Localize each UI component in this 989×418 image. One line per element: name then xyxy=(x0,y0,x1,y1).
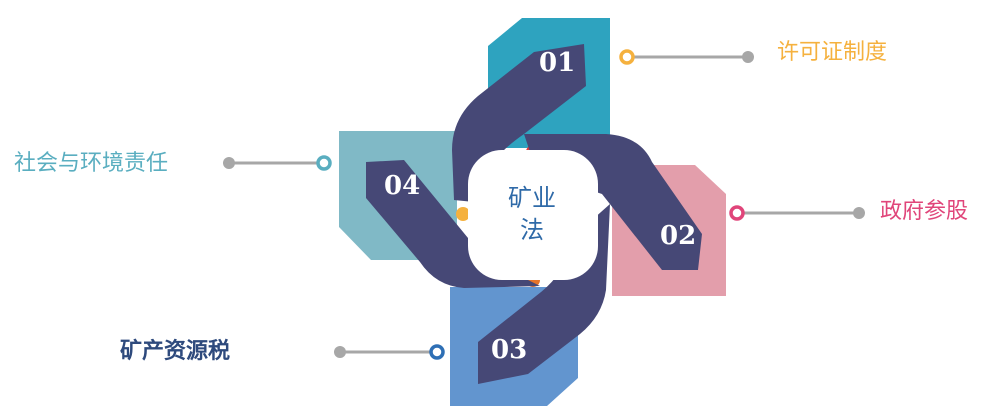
item-02-number: 02 xyxy=(660,221,697,251)
item-02-label: 政府参股 xyxy=(880,199,969,224)
center-line-2: 法 xyxy=(520,216,544,245)
connector-04-dot xyxy=(223,157,235,169)
connector-03-ring xyxy=(429,344,445,360)
center-square xyxy=(468,150,598,280)
connector-03-dot xyxy=(334,346,346,358)
item-03-number: 03 xyxy=(491,335,528,365)
connector-01-dot xyxy=(742,51,754,63)
item-03-label: 矿产资源税 xyxy=(120,338,231,364)
arm-04 xyxy=(366,160,540,288)
accent-left xyxy=(456,207,470,221)
item-04-number: 04 xyxy=(384,171,421,201)
connector-02-ring xyxy=(729,205,745,221)
item-01-number: 01 xyxy=(539,48,576,78)
connector-01-ring xyxy=(619,49,635,65)
center-label: 矿业 法 xyxy=(492,182,572,247)
connector-02-dot xyxy=(853,207,865,219)
connector-04-ring xyxy=(316,155,332,171)
center-line-1: 矿业 xyxy=(508,184,556,212)
item-01-label: 许可证制度 xyxy=(777,40,888,65)
item-04-label: 社会与环境责任 xyxy=(14,151,169,176)
